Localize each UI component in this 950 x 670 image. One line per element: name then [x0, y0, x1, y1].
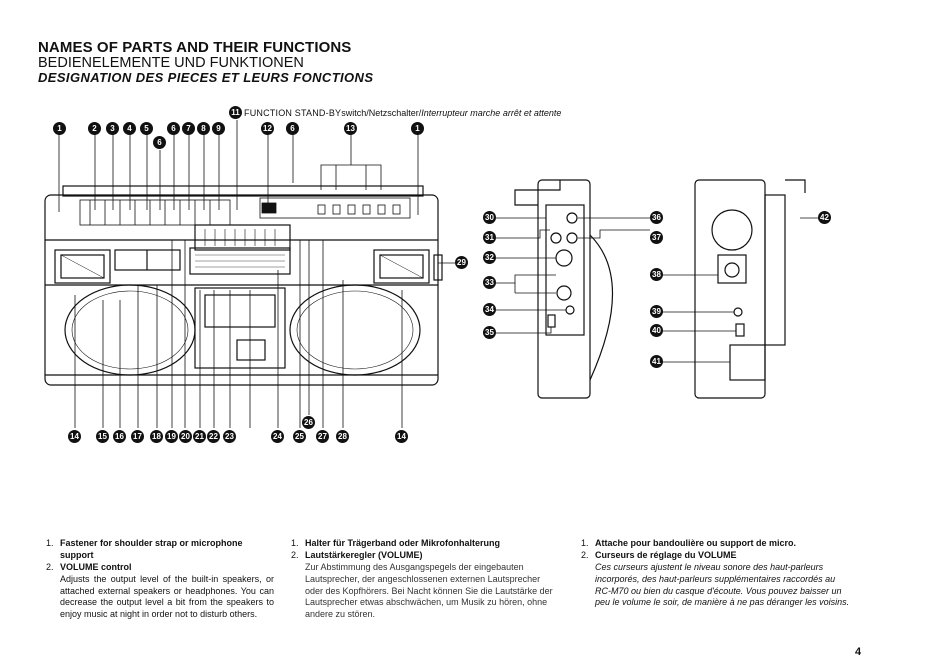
item-index: 1.	[46, 538, 54, 548]
item-description: Adjusts the output level of the built-in…	[60, 573, 274, 620]
radio-cassette-diagram	[44, 120, 818, 428]
callout-11-en-suffix: switch/	[341, 107, 369, 118]
callout-8: 7	[182, 122, 195, 135]
callout-11-en: FUNCTION STAND-BY	[244, 107, 342, 118]
callout-5: 5	[140, 122, 153, 135]
callout-40: 40	[650, 324, 663, 337]
french-column: 1. Attache pour bandoulière ou support d…	[581, 538, 851, 609]
callout-11-de: Netzschalter/	[368, 107, 422, 118]
callout-10: 9	[212, 122, 225, 135]
callout-6-sub: 6	[153, 136, 166, 149]
callout-31: 31	[483, 231, 496, 244]
page-title-fr: DESIGNATION DES PIECES ET LEURS FONCTION…	[38, 69, 374, 85]
callout-13: 13	[344, 122, 357, 135]
item-heading: VOLUME control	[60, 561, 132, 572]
list-item: 1. Fastener for shoulder strap or microp…	[46, 538, 274, 562]
callout-number: 11	[229, 106, 242, 119]
item-heading: Fastener for shoulder strap or microphon…	[60, 538, 243, 560]
item-index: 2.	[291, 549, 299, 560]
callout-29: 29	[455, 256, 468, 269]
item-heading: Curseurs de réglage du VOLUME	[595, 549, 737, 560]
callout-30: 30	[483, 211, 496, 224]
page-title-en: NAMES OF PARTS AND THEIR FUNCTIONS	[38, 39, 352, 56]
callout-39: 39	[650, 305, 663, 318]
item-index: 2.	[46, 561, 54, 572]
callout-14-right: 14	[395, 430, 408, 443]
callout-14-left: 14	[68, 430, 81, 443]
callout-32: 32	[483, 251, 496, 264]
radio-body	[44, 185, 443, 386]
callout-19: 19	[165, 430, 178, 443]
title-block: NAMES OF PARTS AND THEIR FUNCTIONS BEDIE…	[38, 40, 373, 85]
item-description: Zur Abstimmung des Ausgangspegels der ei…	[305, 561, 553, 620]
side-view-rear	[514, 179, 613, 399]
german-column: 1. Halter für Trägerband oder Mikrofonha…	[291, 538, 557, 621]
callout-2: 2	[88, 122, 101, 135]
callout-15: 15	[96, 430, 109, 443]
callout-1-left: 1	[53, 122, 66, 135]
callout-26: 26	[302, 416, 315, 429]
callout-28: 28	[336, 430, 349, 443]
page-title-de: BEDIENELEMENTE UND FUNKTIONEN	[38, 54, 304, 71]
callout-42: 42	[818, 211, 831, 224]
list-item: 2. Curseurs de réglage du VOLUME	[581, 550, 851, 562]
callout-16: 16	[113, 430, 126, 443]
callout-9: 8	[197, 122, 210, 135]
item-index: 2.	[581, 549, 589, 560]
callout-41: 41	[650, 355, 663, 368]
callout-7: 6	[167, 122, 180, 135]
list-item: 2. Lautstärkeregler (VOLUME)	[291, 550, 557, 562]
callout-17: 17	[131, 430, 144, 443]
callout-36: 36	[650, 211, 663, 224]
callout-20: 20	[179, 430, 192, 443]
callout-38: 38	[650, 268, 663, 281]
page-number: 4	[855, 646, 862, 658]
side-view-front	[694, 179, 806, 399]
callout-23: 23	[223, 430, 236, 443]
callout-4: 4	[123, 122, 136, 135]
bottom-leader-lines	[74, 240, 403, 428]
side-left-leaders	[496, 217, 566, 334]
callout-6: 6	[286, 122, 299, 135]
english-column: 1. Fastener for shoulder strap or microp…	[46, 538, 274, 621]
list-item: 1. Attache pour bandoulière ou support d…	[581, 538, 851, 550]
callout-18: 18	[150, 430, 163, 443]
callout-11-fr: Interrupteur marche arrêt et attente	[421, 107, 562, 118]
callout-35: 35	[483, 326, 496, 339]
top-leader-lines	[58, 120, 419, 215]
list-item: 2. VOLUME control	[46, 562, 274, 574]
callout-34: 34	[483, 303, 496, 316]
item-heading: Attache pour bandoulière ou support de m…	[595, 538, 797, 548]
callout-24: 24	[271, 430, 284, 443]
callout-37: 37	[650, 231, 663, 244]
item-description: Ces curseurs ajustent le niveau sonore d…	[595, 561, 850, 608]
callout-25: 25	[293, 430, 306, 443]
item-heading: Lautstärkeregler (VOLUME)	[305, 549, 423, 560]
list-item: 1. Halter für Trägerband oder Mikrofonha…	[291, 538, 557, 550]
callout-3: 3	[106, 122, 119, 135]
callout-12: 12	[261, 122, 274, 135]
callout-27: 27	[316, 430, 329, 443]
callout-1-right: 1	[411, 122, 424, 135]
callout-22: 22	[207, 430, 220, 443]
item-index: 1.	[581, 538, 589, 548]
item-heading: Halter für Trägerband oder Mikrofonhalte…	[305, 538, 501, 548]
callout-21: 21	[193, 430, 206, 443]
item-index: 1.	[291, 538, 299, 548]
side-right-leaders	[438, 217, 818, 363]
callout-11-label: 11 FUNCTION STAND-BY switch/ Netzschalte…	[229, 106, 561, 119]
callout-33: 33	[483, 276, 496, 289]
